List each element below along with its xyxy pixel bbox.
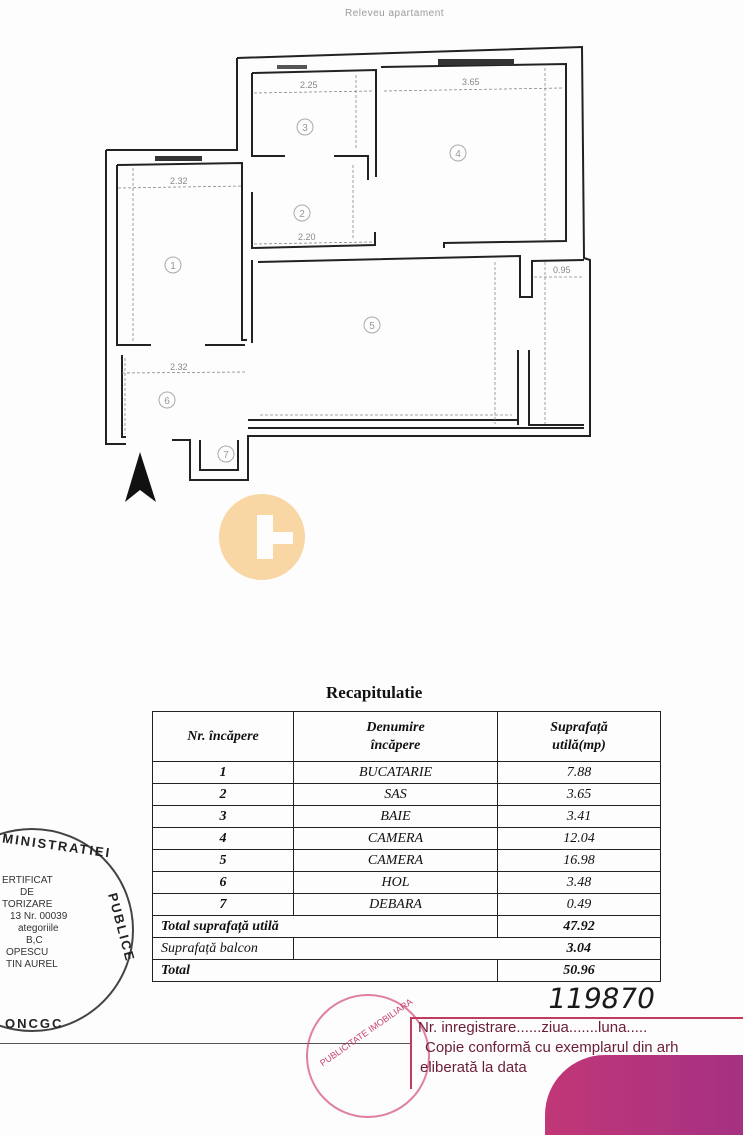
room-label: 4 [455,149,461,160]
document-caption: Releveu apartament [345,8,445,19]
dimension-label: 0.95 [553,265,571,275]
handwritten-number: 119870 [545,982,658,1015]
dimension-label: 2.25 [300,80,318,90]
dimension-label: 2.32 [170,362,188,372]
overlay-shape [545,1055,743,1135]
room-label: 6 [164,396,170,407]
room-label: 1 [170,261,176,272]
window-icon [438,59,514,65]
room-label: 5 [369,321,375,332]
divider [0,1043,410,1044]
window-icon [155,156,202,161]
room-label: 7 [223,450,229,461]
dimension-label: 2.32 [170,176,188,186]
dimension-label: 2.20 [298,232,316,242]
key-logo-icon [219,494,305,580]
room-label: 2 [299,209,305,220]
header-nr: Nr. încăpere [152,711,294,762]
floor-plan: 2.25 3.65 2.32 2.20 2.32 0.95 1 2 3 4 5 … [105,45,591,502]
registry-box [410,1017,743,1089]
north-arrow-icon [125,452,156,502]
registry-line-1: Nr. inregistrare......ziua.......luna...… [418,1019,648,1036]
registry-line-2: Copie conformă cu exemplarul din arh [425,1039,679,1056]
dimension-label: 3.65 [462,77,480,87]
room-label: 3 [302,123,308,134]
registry-line-3: eliberată la data [420,1059,527,1076]
recap-title: Recapitulatie [326,683,423,702]
window-icon [277,65,307,69]
